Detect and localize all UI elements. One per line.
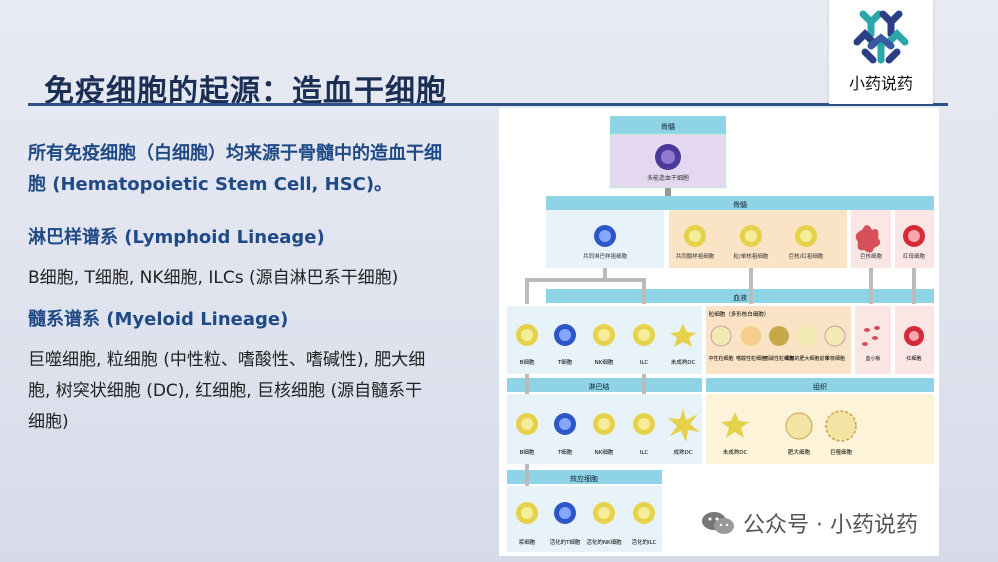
blood-cell-4: ILC xyxy=(640,360,649,366)
section-effector-label: 效应细胞 xyxy=(570,474,598,483)
blood-cell-12: 红细胞 xyxy=(906,355,921,362)
lymph-cell-3: NK细胞 xyxy=(595,448,614,456)
hematopoiesis-diagram: 骨髓 多能造血干细胞 骨髓 共同淋巴样祖细胞 共同髓样祖细胞 粒/单核祖细胞 巨… xyxy=(499,108,939,556)
section-blood-label: 血液 xyxy=(733,293,747,302)
section-top-label: 骨髓 xyxy=(661,122,675,131)
lymph-cell-1: B细胞 xyxy=(520,448,535,456)
tissue-cell-3: 巨噬细胞 xyxy=(830,448,853,456)
section-bar-top xyxy=(610,116,726,134)
progenitor-label-6: 红母细胞 xyxy=(903,252,926,260)
intro-line-2: 胞 (Hematopoietic Stem Cell, HSC)。 xyxy=(28,174,393,195)
progenitor-label-4: 巨核/红祖细胞 xyxy=(789,252,824,260)
tissue-cell-1: 未成熟DC xyxy=(723,448,748,456)
effector-cell-1: 浆细胞 xyxy=(519,538,536,546)
progenitor-label-3: 粒/单核祖细胞 xyxy=(734,252,769,260)
effector-cell-3: 活化的NK细胞 xyxy=(586,538,622,546)
intro-line-1: 所有免疫细胞（白细胞）均来源于骨髓中的造血干细 xyxy=(28,143,442,164)
logo: 小药说药 xyxy=(829,0,933,104)
progenitor-label-2: 共同髓样祖细胞 xyxy=(676,252,715,260)
section-lymph-label: 淋巴结 xyxy=(589,382,610,391)
myeloid-body-1: 巨噬细胞, 粒细胞 (中性粒、嗜酸性、嗜碱性), 肥大细 xyxy=(28,350,426,370)
blood-cell-8: 嗜碱性粒细胞 xyxy=(764,355,794,362)
effector-cell-4: 活化的ILC xyxy=(631,538,656,546)
lymphoid-body: B细胞, T细胞, NK细胞, ILCs (源自淋巴系干细胞) xyxy=(28,268,399,288)
blood-cell-6: 中性粒细胞 xyxy=(708,355,733,362)
blood-cell-3: NK细胞 xyxy=(595,358,614,366)
blood-cell-7: 嗜酸性粒细胞 xyxy=(736,355,766,362)
logo-text: 小药说药 xyxy=(848,74,913,93)
lymph-cell-5: 成熟DC xyxy=(673,448,692,456)
progenitor-label-5: 巨核细胞 xyxy=(860,252,883,260)
section-marrow-label: 骨髓 xyxy=(733,200,747,209)
slide-body: 所有免疫细胞（白细胞）均来源于骨髓中的造血干细 胞 (Hematopoietic… xyxy=(28,138,478,438)
effector-cell-2: 活化的T细胞 xyxy=(550,538,581,546)
blood-lymphocytes xyxy=(516,324,696,347)
tissue-cell-2: 肥大细胞 xyxy=(788,448,811,456)
granulocyte-label: 粒细胞（多形核白细胞） xyxy=(709,310,770,318)
molecule-logo-icon xyxy=(853,10,909,64)
myeloid-body-3: 细胞) xyxy=(28,412,69,432)
watermark-text: 公众号 · 小药说药 xyxy=(743,513,918,538)
lymphoid-heading: 淋巴样谱系 (Lymphoid Lineage) xyxy=(28,227,325,248)
hsc-label: 多能造血干细胞 xyxy=(647,174,689,182)
blood-myeloid xyxy=(710,325,846,347)
wechat-icon xyxy=(702,512,734,534)
title-divider xyxy=(28,103,948,106)
blood-cell-9: 未知的肥大细胞前体 xyxy=(784,355,829,362)
blood-cell-2: T细胞 xyxy=(557,358,573,366)
myeloid-heading: 髓系谱系 (Myeloid Lineage) xyxy=(28,309,289,330)
myeloid-body-2: 胞, 树突状细胞 (DC), 红细胞, 巨核细胞 (源自髓系干 xyxy=(28,381,423,401)
progenitor-label-1: 共同淋巴样祖细胞 xyxy=(583,252,628,260)
section-tissue-label: 组织 xyxy=(813,382,827,391)
blood-cell-5: 未成熟DC xyxy=(671,358,696,366)
blood-cell-1: B细胞 xyxy=(520,358,535,366)
lymph-cell-2: T细胞 xyxy=(557,448,573,456)
blood-cell-10: 单核细胞 xyxy=(825,355,845,362)
watermark: 公众号 · 小药说药 xyxy=(701,507,918,539)
lymph-cell-4: ILC xyxy=(640,450,649,456)
blood-cell-11: 血小板 xyxy=(865,355,880,362)
